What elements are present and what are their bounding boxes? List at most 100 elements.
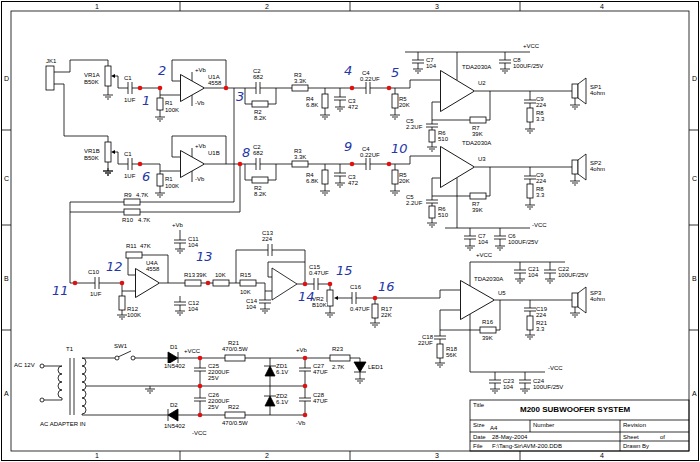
component-label: LED1	[368, 364, 383, 370]
test-point-dot	[350, 86, 355, 91]
component-label: 100K	[165, 183, 179, 189]
component-label: 224	[536, 178, 546, 184]
ground-symbol	[500, 66, 510, 73]
component-symbol	[126, 252, 142, 258]
ground-symbol	[465, 243, 475, 250]
component-label: 39K	[196, 272, 207, 278]
component-symbol	[527, 316, 533, 330]
component-label: +Vb	[195, 143, 206, 149]
wire	[405, 52, 530, 80]
component-symbol	[327, 290, 333, 306]
component-label: 56K	[446, 352, 457, 358]
component-label: 104	[478, 239, 488, 245]
component-label: of	[660, 434, 665, 440]
component-symbol	[168, 409, 178, 421]
component-label: -VCC	[192, 430, 207, 436]
component-label: 104	[528, 272, 538, 278]
component-label: 100UF/25V	[513, 63, 543, 69]
test-point-dot	[224, 86, 229, 91]
component-symbol	[572, 293, 578, 307]
component-label: 4ohm	[590, 296, 605, 302]
component-label: File	[473, 443, 483, 449]
component-label: 510	[438, 136, 448, 142]
component-label: 104	[503, 384, 513, 390]
component-label: AC ADAPTER IN	[40, 421, 86, 427]
component-label: 104	[188, 306, 198, 312]
ground-symbol	[175, 308, 185, 315]
test-point-dot	[73, 281, 78, 286]
component-label: 10K	[240, 289, 251, 295]
grid-marker: 4	[600, 3, 604, 10]
test-point-dot	[303, 282, 308, 287]
callout-number: 3	[236, 90, 244, 103]
amplifier-outline	[441, 147, 475, 188]
grid-marker: 3	[435, 452, 439, 459]
test-point-dot	[120, 281, 125, 286]
component-label: +VCC	[476, 252, 492, 258]
component-label: 100UF/25V	[508, 239, 538, 245]
callout-number: 2	[158, 64, 166, 77]
component-label: +Vb	[195, 67, 206, 73]
component-symbol	[213, 280, 229, 286]
component-label: 0.22UF	[360, 152, 380, 158]
test-point-dot	[303, 413, 308, 418]
callout-number: 15	[336, 264, 353, 277]
component-label: 6.8K	[306, 102, 318, 108]
test-point-dot	[138, 162, 143, 167]
component-symbol	[470, 400, 689, 451]
component-label: D1	[170, 344, 178, 350]
ground-symbol	[175, 246, 185, 253]
component-label: -VCC	[532, 222, 547, 228]
component-symbol	[240, 280, 256, 286]
ground-symbol	[515, 276, 525, 283]
component-label: 224	[536, 312, 546, 318]
amplifier-triangle: U1B	[180, 150, 205, 178]
component-label: Title	[473, 402, 484, 408]
callout-number: 8	[242, 146, 250, 159]
component-label: D2	[170, 402, 178, 408]
callout-number: 16	[378, 280, 395, 293]
ground-symbol	[545, 276, 555, 283]
component-symbol	[265, 396, 275, 406]
component-label: 472	[348, 180, 358, 186]
component-label: 3.3	[536, 116, 544, 122]
component-label: 2.2UF	[406, 200, 422, 206]
callout-number: 14	[298, 290, 315, 303]
part-label: U1B	[208, 150, 220, 156]
component-label: 104	[426, 63, 436, 69]
component-symbol	[124, 209, 140, 215]
component-label: T1	[66, 346, 73, 352]
component-label: 3.3	[536, 326, 544, 332]
component-label: C1	[124, 75, 132, 81]
test-point-dot	[350, 162, 355, 167]
ground-symbol	[260, 306, 270, 313]
test-point-dot	[206, 281, 211, 286]
component-label: R15	[240, 272, 251, 278]
component-symbol	[225, 412, 245, 418]
wire	[44, 52, 689, 451]
component-symbol	[437, 344, 443, 358]
amplifier-outline	[441, 71, 475, 112]
ground-symbol	[355, 376, 365, 383]
component-label: R1	[165, 100, 173, 106]
component-label: 100UF/25V	[558, 272, 588, 278]
component-label: 3.3	[536, 192, 544, 198]
callout-number: 4	[344, 64, 352, 77]
component-label: 4ohm	[590, 166, 605, 172]
component-label: R9	[124, 192, 132, 198]
component-symbol	[330, 355, 350, 361]
component-label: C10	[88, 269, 99, 275]
component-label: 104	[246, 304, 256, 310]
component-label: 10K	[215, 272, 226, 278]
component-label: JK1	[46, 58, 56, 64]
component-label: B50K	[84, 155, 99, 161]
component-label: -Vb	[296, 420, 305, 426]
component-label: 470/0.5W	[222, 420, 248, 426]
ground-symbol	[495, 243, 505, 250]
component-label: 20K	[399, 102, 410, 108]
amplifier-outline	[136, 269, 160, 298]
part-label: 4558	[208, 80, 221, 86]
callout-number: 10	[391, 142, 408, 155]
